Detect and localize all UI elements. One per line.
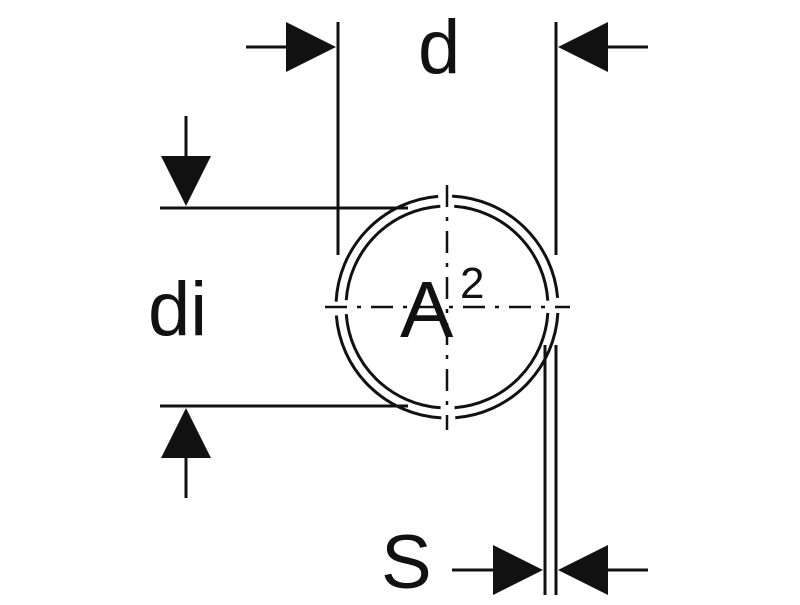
wall-gap-circle (339, 199, 555, 415)
s-left-arrow-icon (493, 545, 543, 595)
s-right-arrow-icon (558, 545, 608, 595)
inner-diameter-label: di (148, 267, 208, 352)
di-bottom-arrow-icon (161, 408, 211, 458)
d-left-arrow-icon (286, 22, 336, 72)
area-exponent-label: 2 (460, 259, 485, 308)
di-top-arrow-icon (161, 156, 211, 206)
area-symbol-label: A (400, 265, 454, 354)
d-right-arrow-icon (558, 22, 608, 72)
wall-thickness-label: S (381, 520, 432, 605)
outer-diameter-label: d (418, 5, 461, 90)
